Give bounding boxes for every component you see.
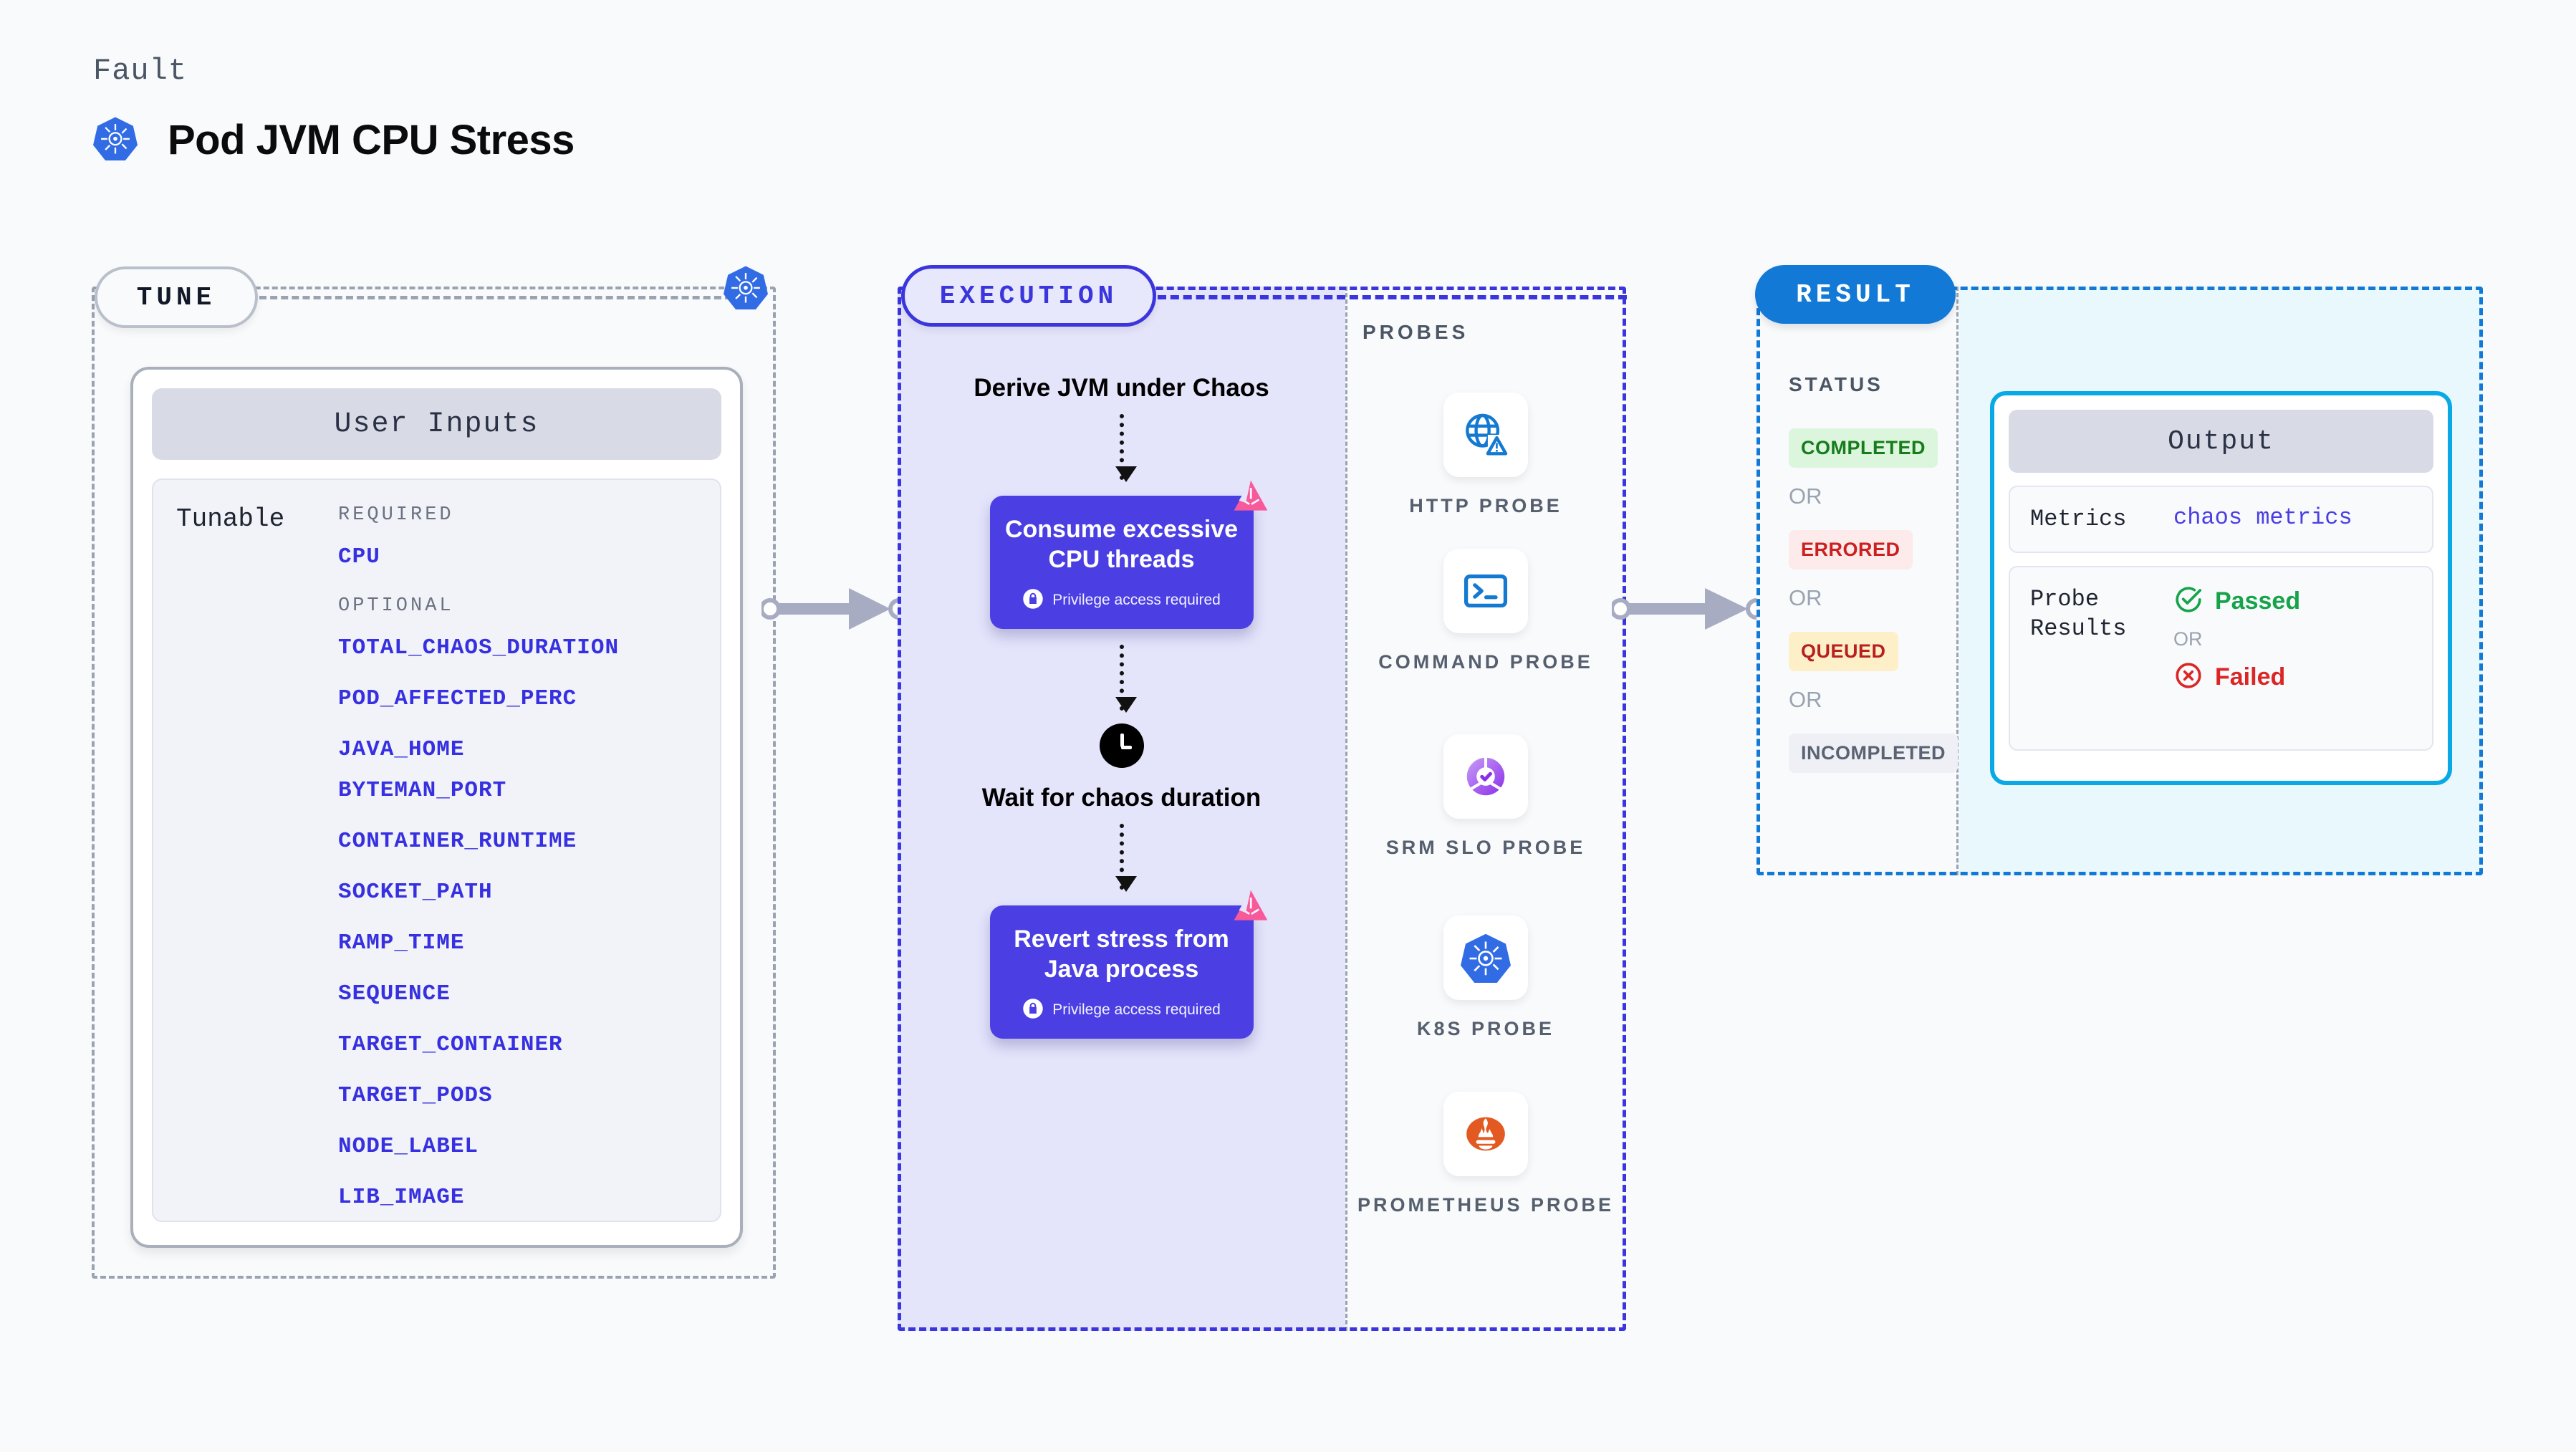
result-stage-badge[interactable]: RESULT xyxy=(1755,265,1956,324)
param-node-label[interactable]: NODE_LABEL xyxy=(338,1134,479,1159)
execution-step-wait-duration: Wait for chaos duration xyxy=(981,783,1261,812)
litmus-chaos-icon xyxy=(1231,887,1271,931)
execution-step-derive-jvm: Derive JVM under Chaos xyxy=(974,374,1269,402)
param-target-pods[interactable]: TARGET_PODS xyxy=(338,1083,493,1108)
globe-warning-icon xyxy=(1443,393,1528,477)
probe-result-or: OR xyxy=(2173,628,2203,650)
page-title-row: Pod JVM CPU Stress xyxy=(93,115,575,165)
param-byteman-port[interactable]: BYTEMAN_PORT xyxy=(338,778,507,803)
probe-result-passed: Passed xyxy=(2173,585,2300,618)
fault-label: Fault xyxy=(93,54,188,88)
user-inputs-card: User Inputs Tunable REQUIRED CPU OPTIONA… xyxy=(130,367,743,1248)
param-lib-image[interactable]: LIB_IMAGE xyxy=(338,1185,465,1210)
metrics-key: Metrics xyxy=(2030,506,2127,532)
probe-item-srm-slo[interactable]: SRM SLO PROBE xyxy=(1345,734,1626,860)
failed-label: Failed xyxy=(2215,663,2286,691)
probe-label: HTTP PROBE xyxy=(1409,495,1562,516)
param-ramp-time[interactable]: RAMP_TIME xyxy=(338,931,465,956)
privilege-note-text: Privilege access required xyxy=(1052,592,1221,609)
slo-gauge-check-icon xyxy=(1443,734,1528,819)
tunable-section: Tunable REQUIRED CPU OPTIONAL TOTAL_CHAO… xyxy=(152,479,721,1222)
arrow-execution-to-result xyxy=(1610,584,1769,638)
output-card: Output Metrics chaos metrics Probe Resul… xyxy=(1990,391,2452,785)
execution-card-consume-cpu[interactable]: Consume excessive CPU threads Privilege … xyxy=(989,480,1267,629)
execution-connector-line xyxy=(1158,295,1627,299)
privilege-note-row: Privilege access required xyxy=(1004,588,1239,613)
probe-results-key: Probe Results xyxy=(2030,585,2127,643)
tunable-param-list: REQUIRED CPU OPTIONAL TOTAL_CHAOS_DURATI… xyxy=(338,504,720,1221)
param-container-runtime[interactable]: CONTAINER_RUNTIME xyxy=(338,829,577,854)
param-pod-affected-perc[interactable]: POD_AFFECTED_PERC xyxy=(338,686,577,711)
probe-label: COMMAND PROBE xyxy=(1378,651,1593,673)
litmus-chaos-icon xyxy=(1231,477,1271,521)
param-target-container[interactable]: TARGET_CONTAINER xyxy=(338,1032,563,1057)
required-group-label: REQUIRED xyxy=(338,504,454,526)
terminal-icon xyxy=(1443,549,1528,633)
tunable-label: Tunable xyxy=(176,504,285,534)
status-badge-errored: ERRORED xyxy=(1789,530,1913,569)
result-stage-boundary xyxy=(1756,287,2483,875)
status-badge-queued: QUEUED xyxy=(1789,632,1898,671)
probe-item-http[interactable]: HTTP PROBE xyxy=(1345,393,1626,519)
passed-label: Passed xyxy=(2215,587,2301,615)
result-status-column xyxy=(1756,287,1959,875)
metrics-value-link[interactable]: chaos metrics xyxy=(2173,504,2352,531)
status-or-3: OR xyxy=(1789,687,1822,712)
flow-connector-dotted xyxy=(1115,823,1137,892)
arrow-tune-to-execution xyxy=(759,584,912,638)
prometheus-icon xyxy=(1443,1092,1528,1176)
probe-label: K8S PROBE xyxy=(1416,1018,1555,1039)
user-inputs-title: User Inputs xyxy=(152,388,721,460)
param-socket-path[interactable]: SOCKET_PATH xyxy=(338,880,493,905)
kubernetes-icon xyxy=(93,115,138,165)
clock-icon xyxy=(1099,723,1144,768)
param-cpu[interactable]: CPU xyxy=(338,544,380,569)
probe-label: SRM SLO PROBE xyxy=(1385,837,1586,858)
kubernetes-icon xyxy=(724,264,768,314)
status-section-label: STATUS xyxy=(1789,373,1883,395)
output-title: Output xyxy=(2009,410,2433,473)
param-sequence[interactable]: SEQUENCE xyxy=(338,981,451,1006)
x-circle-icon xyxy=(2173,660,2203,694)
lock-icon xyxy=(1022,998,1044,1023)
execution-stage-badge[interactable]: EXECUTION xyxy=(901,265,1156,327)
execution-card-revert-stress[interactable]: Revert stress from Java process Privileg… xyxy=(989,890,1267,1039)
tune-connector-line xyxy=(259,296,732,299)
privilege-note-text: Privilege access required xyxy=(1052,1001,1221,1018)
execution-step-flow: Derive JVM under Chaos Consume excessive… xyxy=(898,372,1345,1039)
privilege-note-row: Privilege access required xyxy=(1004,998,1239,1023)
tune-stage-boundary xyxy=(92,287,776,1279)
execution-stage-boundary xyxy=(898,287,1626,1331)
page-title: Pod JVM CPU Stress xyxy=(168,117,575,163)
probe-item-command[interactable]: COMMAND PROBE xyxy=(1345,549,1626,675)
optional-group-label: OPTIONAL xyxy=(338,595,454,617)
probe-item-k8s[interactable]: K8S PROBE xyxy=(1345,915,1626,1042)
status-or-2: OR xyxy=(1789,585,1822,610)
probe-results-values: Passed OR Failed xyxy=(2173,585,2300,732)
status-badge-incompleted: INCOMPLETED xyxy=(1789,734,1959,773)
tune-stage-badge[interactable]: TUNE xyxy=(95,266,258,328)
output-probe-results-row: Probe Results Passed OR xyxy=(2009,565,2433,751)
status-or-1: OR xyxy=(1789,484,1822,509)
kubernetes-icon xyxy=(1443,915,1528,1000)
output-metrics-row: Metrics chaos metrics xyxy=(2009,486,2433,553)
status-badge-completed: COMPLETED xyxy=(1789,428,1938,468)
param-java-home[interactable]: JAVA_HOME xyxy=(338,737,465,762)
probe-item-prometheus[interactable]: PROMETHEUS PROBE xyxy=(1345,1092,1626,1218)
flow-connector-dotted xyxy=(1115,644,1137,713)
probe-result-failed: Failed xyxy=(2173,660,2300,694)
lock-icon xyxy=(1022,588,1044,613)
param-total-chaos-duration[interactable]: TOTAL_CHAOS_DURATION xyxy=(338,635,620,660)
probes-section-label: PROBES xyxy=(1363,321,1469,343)
execution-card-title: Revert stress from Java process xyxy=(1014,925,1229,984)
probe-label: PROMETHEUS PROBE xyxy=(1357,1194,1615,1216)
check-circle-icon xyxy=(2173,585,2203,618)
flow-connector-dotted xyxy=(1115,413,1137,482)
execution-card-title: Consume excessive CPU threads xyxy=(1004,515,1239,574)
